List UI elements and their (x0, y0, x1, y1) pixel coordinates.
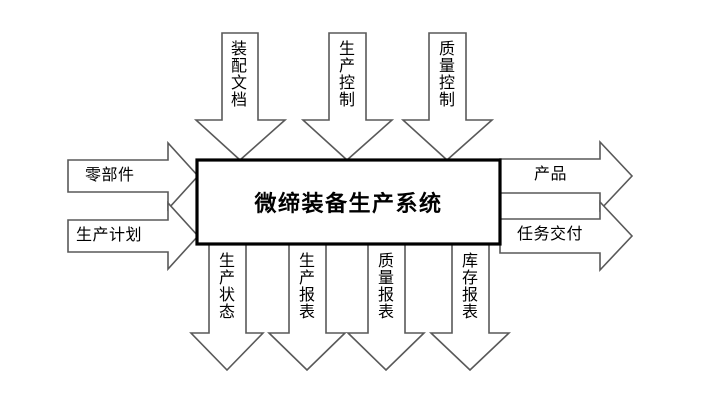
input-arrow-parts (67, 140, 200, 212)
output-arrow-production-status (189, 242, 265, 372)
output-arrow-task-delivery (499, 199, 634, 273)
control-arrow-assembly-doc (193, 32, 288, 162)
control-arrow-production-control (300, 32, 395, 162)
output-arrow-quality-report (346, 242, 426, 372)
output-arrow-inventory-report (428, 242, 512, 372)
output-arrow-product (499, 139, 634, 213)
system-box (195, 158, 502, 246)
output-arrow-production-report (267, 242, 347, 372)
input-arrow-production-plan (67, 200, 200, 272)
control-arrow-quality-control (400, 32, 495, 162)
system-box-title: 微缔装备生产系统 (254, 192, 443, 217)
